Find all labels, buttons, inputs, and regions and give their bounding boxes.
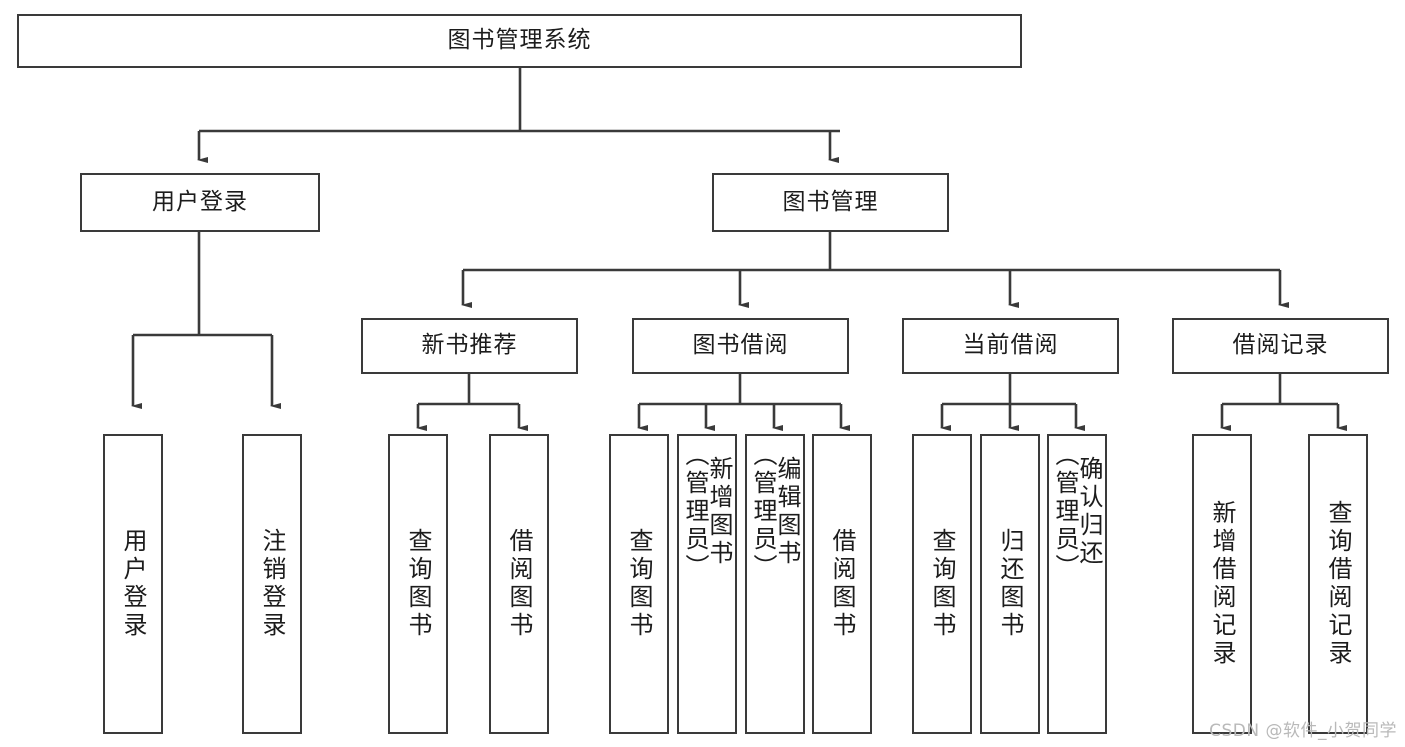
leaf-return-book-label: 归还图书 — [996, 528, 1024, 640]
leaf-query-book-3[interactable]: 查询图书 — [912, 434, 972, 734]
leaf-borrow-book-2[interactable]: 借阅图书 — [812, 434, 872, 734]
node-new-book-rec[interactable]: 新书推荐 — [361, 318, 578, 374]
node-root[interactable]: 图书管理系统 — [17, 14, 1022, 68]
leaf-borrow-book-1-label: 借阅图书 — [505, 528, 533, 640]
node-new-book-rec-label: 新书推荐 — [421, 332, 518, 359]
leaf-edit-book[interactable]: 编辑图书 （管理员） — [745, 434, 805, 734]
leaf-query-book-1-label: 查询图书 — [404, 528, 432, 640]
leaf-add-book[interactable]: 新增图书 （管理员） — [677, 434, 737, 734]
node-book-manage-label: 图书管理 — [782, 188, 879, 215]
leaf-query-book-2-label: 查询图书 — [625, 528, 653, 640]
node-root-label: 图书管理系统 — [447, 27, 592, 54]
watermark-text: CSDN @软件_小贺同学 — [1209, 721, 1397, 741]
leaf-add-record-label: 新增借阅记录 — [1208, 500, 1236, 668]
leaf-query-book-1[interactable]: 查询图书 — [388, 434, 448, 734]
node-borrow-record[interactable]: 借阅记录 — [1172, 318, 1389, 374]
node-user-login-label: 用户登录 — [152, 188, 248, 215]
node-current-borrow-label: 当前借阅 — [962, 332, 1059, 359]
leaf-return-book[interactable]: 归还图书 — [980, 434, 1040, 734]
leaf-logout-label: 注销登录 — [258, 528, 286, 640]
leaf-borrow-book-2-label: 借阅图书 — [828, 528, 856, 640]
leaf-user-login[interactable]: 用户登录 — [103, 434, 163, 734]
node-book-borrow-label: 图书借阅 — [692, 332, 789, 359]
leaf-query-book-2[interactable]: 查询图书 — [609, 434, 669, 734]
node-user-login[interactable]: 用户登录 — [80, 173, 320, 232]
leaf-query-book-3-label: 查询图书 — [928, 528, 956, 640]
node-book-manage[interactable]: 图书管理 — [712, 173, 949, 232]
leaf-confirm-return[interactable]: 确认归还 （管理员） — [1047, 434, 1107, 734]
leaf-add-record[interactable]: 新增借阅记录 — [1192, 434, 1252, 734]
leaf-user-login-label: 用户登录 — [119, 528, 147, 640]
leaf-edit-book-label: 编辑图书 （管理员） — [749, 442, 801, 582]
leaf-add-book-label: 新增图书 （管理员） — [681, 442, 733, 582]
node-book-borrow[interactable]: 图书借阅 — [632, 318, 849, 374]
leaf-logout[interactable]: 注销登录 — [242, 434, 302, 734]
leaf-query-record-label: 查询借阅记录 — [1324, 500, 1352, 668]
leaf-confirm-return-label: 确认归还 （管理员） — [1051, 442, 1103, 582]
leaf-borrow-book-1[interactable]: 借阅图书 — [489, 434, 549, 734]
leaf-query-record[interactable]: 查询借阅记录 — [1308, 434, 1368, 734]
node-current-borrow[interactable]: 当前借阅 — [902, 318, 1119, 374]
node-borrow-record-label: 借阅记录 — [1232, 332, 1329, 359]
